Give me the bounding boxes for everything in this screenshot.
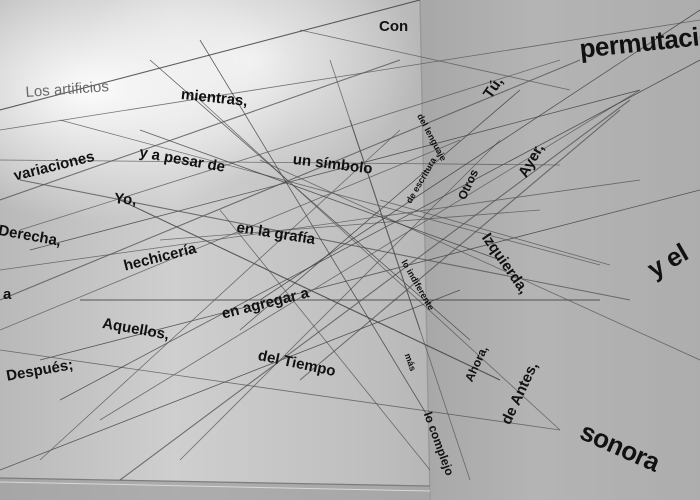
thread-line: [379, 199, 611, 266]
thread-line: [0, 139, 461, 331]
word-con: Con: [379, 18, 409, 35]
thread-line: [219, 209, 431, 471]
thread-line: [0, 0, 421, 111]
thread-line: [259, 159, 700, 361]
word-yo: Yo,: [113, 190, 138, 209]
thread-line: [149, 59, 471, 341]
thread-line: [39, 129, 401, 461]
thread-line: [199, 39, 431, 421]
thread-line: [0, 349, 561, 431]
thread-line: [39, 189, 700, 361]
thread-line: [139, 129, 501, 261]
thread-line: [0, 59, 401, 201]
thread-line: [0, 19, 700, 131]
thread-line: [19, 179, 631, 301]
word-a: a: [3, 286, 12, 303]
thread-line: [199, 99, 561, 431]
thread-line: [299, 109, 621, 381]
thread-line: [19, 59, 561, 231]
thread-line: [159, 209, 541, 241]
thread-line: [349, 119, 421, 331]
thread-line: [99, 89, 641, 421]
thread-line: [259, 9, 700, 301]
thread-line: [59, 59, 700, 401]
thread-line: [299, 29, 571, 91]
thread-line: [0, 59, 581, 301]
thread-line: [119, 199, 501, 381]
thread-line: [0, 289, 461, 471]
thread-line: [119, 99, 631, 481]
thread-line: [0, 179, 641, 271]
thread-line: [59, 119, 601, 266]
